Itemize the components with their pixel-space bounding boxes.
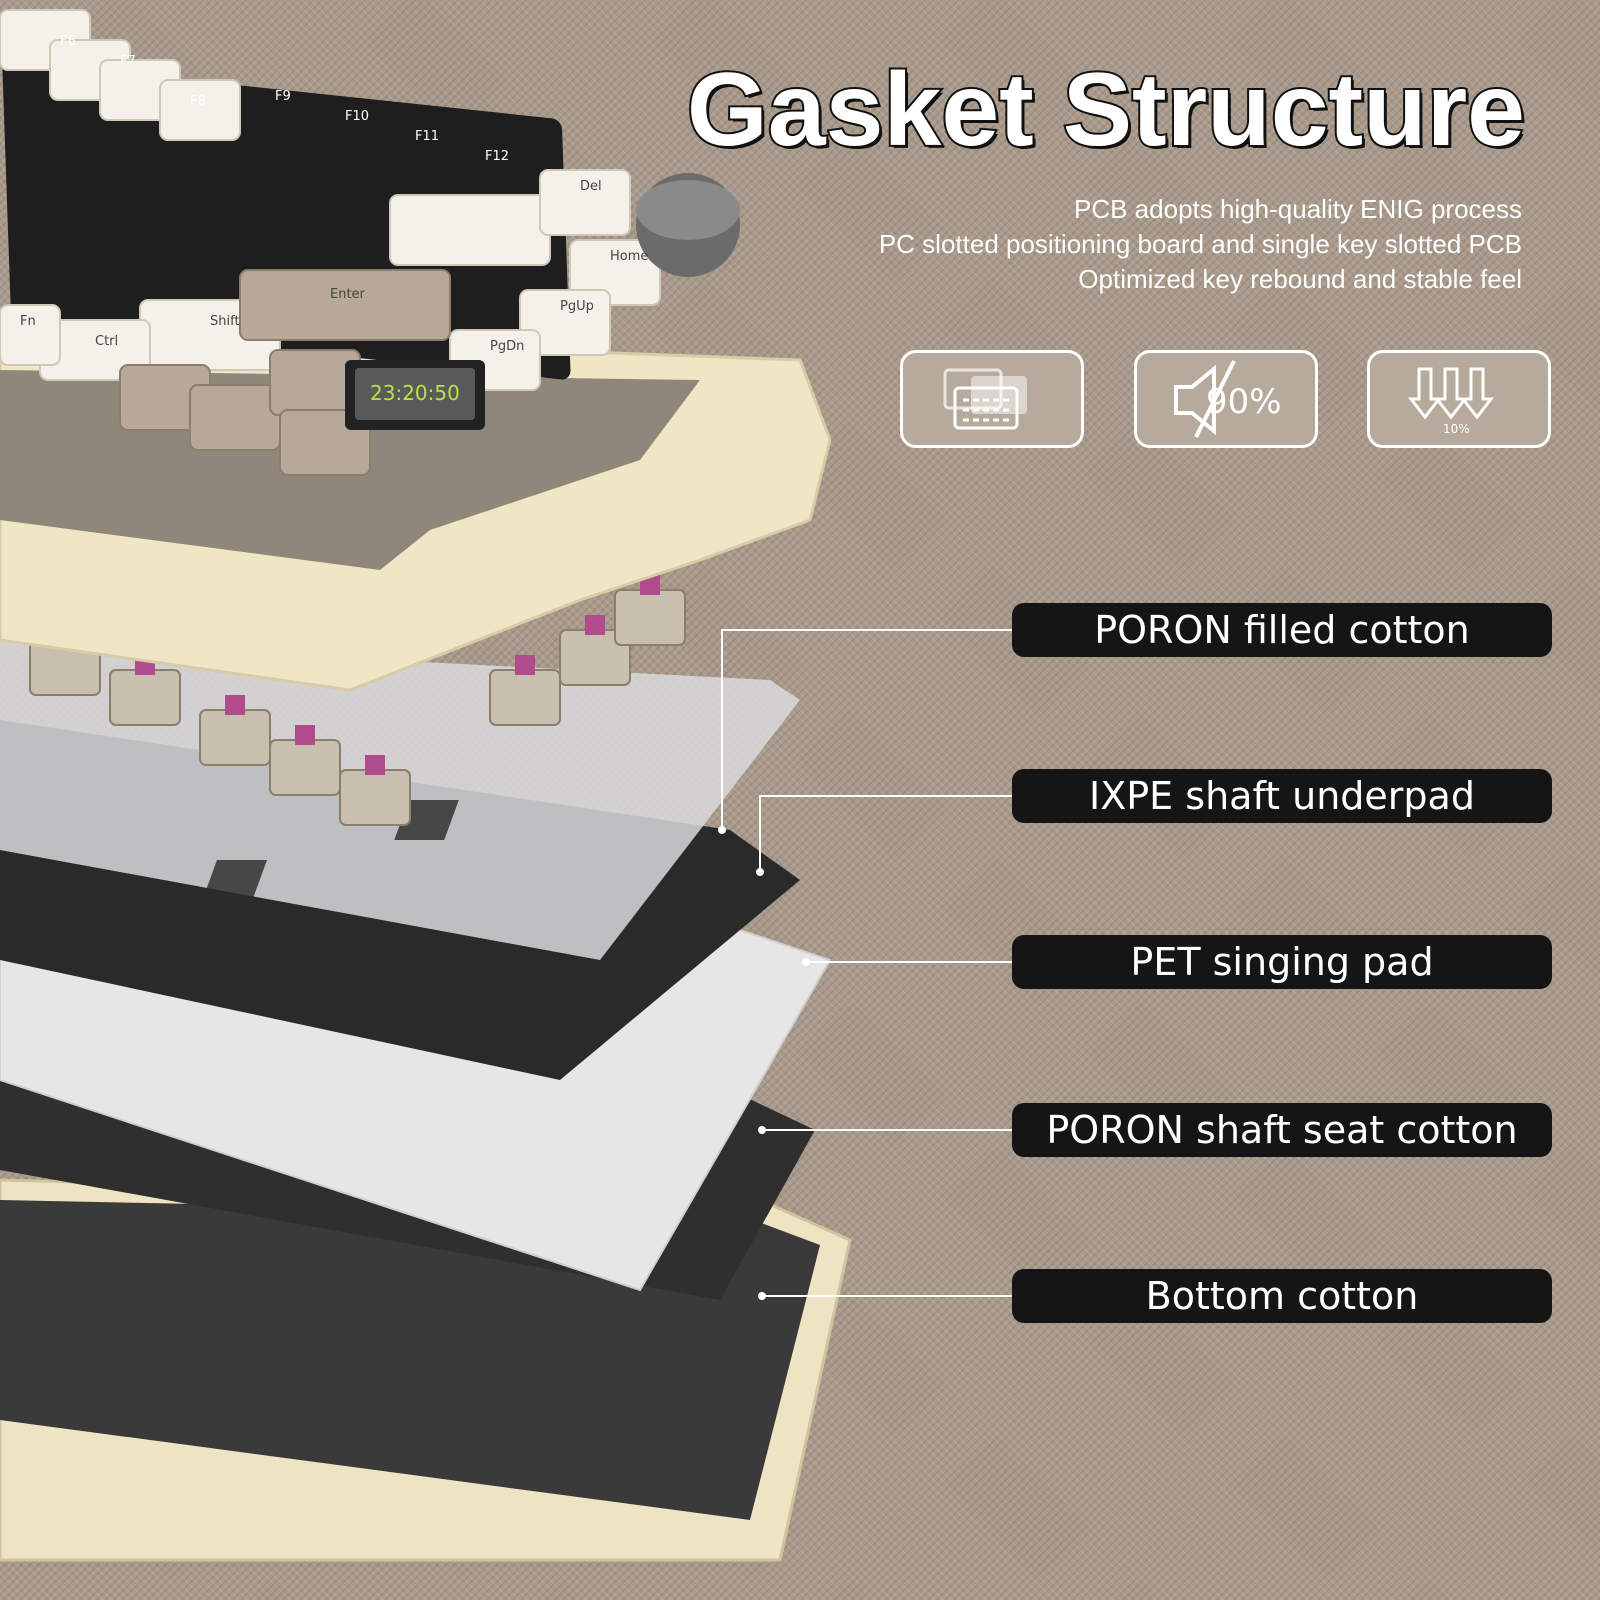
key-label: F10 [345, 109, 369, 124]
key-label: PgDn [490, 339, 524, 354]
switches [29, 575, 686, 826]
key-label: PgUp [560, 299, 594, 314]
key-label: Shift [210, 314, 240, 329]
key-label: F8 [190, 94, 206, 109]
key-label: F7 [120, 54, 136, 69]
layer-label-pet-singing-pad: PET singing pad [1012, 935, 1552, 989]
page-title: Gasket Structure [685, 50, 1527, 170]
key-label: F9 [275, 89, 291, 104]
noise-reduction-percent: 90% [1206, 382, 1282, 422]
key-label: F11 [415, 129, 439, 144]
feature-layered-keyboard [900, 350, 1084, 448]
layer-label-bottom-cotton: Bottom cotton [1012, 1269, 1552, 1323]
layer-label-ixpe-shaft-underpad: IXPE shaft underpad [1012, 769, 1552, 823]
key-label: Del [580, 179, 602, 194]
key-label: F12 [485, 149, 509, 164]
muted-speaker-icon: 90% [1174, 360, 1282, 438]
feature-noise-reduction: 90% [1134, 350, 1318, 448]
keycaps: 23:20:50 F6 F7 F8 F9 F10 F11 F12 Del Hom… [0, 9, 740, 476]
layer-label-poron-shaft-seat-cotton: PORON shaft seat cotton [1012, 1103, 1552, 1157]
subtitle-line: Optimized key rebound and stable feel [1078, 264, 1522, 294]
subtitle: PCB adopts high-quality ENIG process PC … [879, 192, 1522, 297]
layer-label-poron-filled-cotton: PORON filled cotton [1012, 603, 1552, 657]
leader-lines [721, 629, 1012, 1297]
screen-time: 23:20:50 [370, 381, 460, 405]
feature-rebound: 10% [1367, 350, 1551, 448]
layered-keyboard-icon [943, 368, 1027, 430]
down-arrows-icon: 10% [1407, 367, 1495, 436]
key-label: Fn [20, 314, 36, 329]
subtitle-line: PCB adopts high-quality ENIG process [1074, 194, 1522, 224]
key-label: Home [610, 249, 648, 264]
key-label: Ctrl [95, 334, 118, 349]
subtitle-line: PC slotted positioning board and single … [878, 229, 1522, 259]
rebound-percent: 10% [1443, 422, 1470, 436]
key-label: F6 [60, 34, 76, 49]
key-label: Enter [330, 287, 366, 302]
